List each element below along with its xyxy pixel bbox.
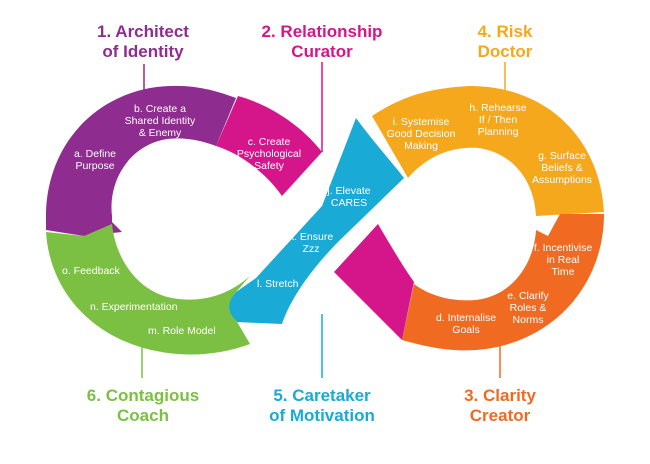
item-line: o. Feedback [62,265,120,277]
title-clarity-creator: 3. Clarity Creator [430,386,570,426]
item-line: Zzz [302,243,320,255]
item-line: d. Internalise [435,312,497,324]
item-line: in Real [546,254,580,266]
title-line: Doctor [477,42,533,61]
segment-clarity [402,214,604,351]
title-architect-of-identity: 1. Architect of Identity [58,22,228,62]
segment-contagious [46,224,250,355]
item-line: Making [404,140,438,152]
item-line: n. Experimentation [90,301,178,313]
item-line: b. Create a [134,103,186,115]
item-line: i. Systemise [392,116,450,128]
segment-architect [46,85,236,236]
item-d: d. Internalise Goals [426,312,506,336]
item-line: Shared Identity [124,115,196,127]
item-line: e. Clarify [507,290,549,302]
item-g: g. Surface Beliefs & Assumptions [524,150,600,186]
title-line: Curator [291,42,353,61]
segment-relationship [216,96,322,196]
segment-risk [372,86,604,216]
item-line: Psychological [236,148,302,160]
item-line: k. Ensure [288,231,334,243]
item-h: h. Rehearse If / Then Planning [462,102,534,138]
title-line: Creator [469,406,531,425]
segment-caretaker [228,118,404,324]
title-line: 6. Contagious [86,386,200,405]
item-n: n. Experimentation [90,301,190,313]
item-line: & Enemy [138,127,182,139]
title-line: Coach [117,406,169,425]
item-line: Roles & [509,302,547,314]
title-line: of Identity [102,42,184,61]
item-line: j. Elevate [327,185,371,197]
item-e: e. Clarify Roles & Norms [494,290,562,326]
item-k: k. Ensure Zzz [284,231,338,255]
item-line: CARES [330,197,368,209]
item-line: Good Decision [386,128,456,140]
item-line: l. Stretch [257,278,299,290]
item-line: h. Rehearse [469,102,527,114]
item-line: Planning [477,126,519,138]
item-line: Time [551,266,575,278]
item-j: j. Elevate CARES [320,185,378,209]
item-a: a. Define Purpose [62,148,128,172]
title-line: 1. Architect [97,22,189,41]
item-b: b. Create a Shared Identity & Enemy [112,103,208,139]
item-line: g. Surface [538,150,586,162]
item-f: f. Incentivise in Real Time [524,242,602,278]
segment-relationship-lower [334,224,414,340]
title-contagious-coach: 6. Contagious Coach [58,386,228,426]
item-c: c. Create Psychological Safety [230,136,308,172]
item-line: c. Create [247,136,291,148]
title-line: 3. Clarity [464,386,536,405]
item-line: Goals [452,324,480,336]
title-line: 4. Risk [477,22,533,41]
item-line: Assumptions [531,174,593,186]
item-line: If / Then [478,114,518,126]
title-relationship-curator: 2. Relationship Curator [232,22,412,62]
title-line: 5. Caretaker [273,386,371,405]
item-m: m. Role Model [148,325,238,337]
title-line: of Motivation [269,406,375,425]
item-line: Beliefs & [541,162,583,174]
item-l: l. Stretch [257,278,317,290]
title-line: 2. Relationship [261,22,383,41]
item-line: Purpose [75,160,115,172]
item-line: Safety [254,160,284,172]
item-i: i. Systemise Good Decision Making [378,116,464,152]
item-line: f. Incentivise [533,242,593,254]
title-caretaker-of-motivation: 5. Caretaker of Motivation [242,386,402,426]
item-line: Norms [512,314,544,326]
item-o: o. Feedback [62,265,142,277]
item-line: m. Role Model [148,325,216,337]
item-line: a. Define [73,148,117,160]
title-risk-doctor: 4. Risk Doctor [440,22,570,62]
